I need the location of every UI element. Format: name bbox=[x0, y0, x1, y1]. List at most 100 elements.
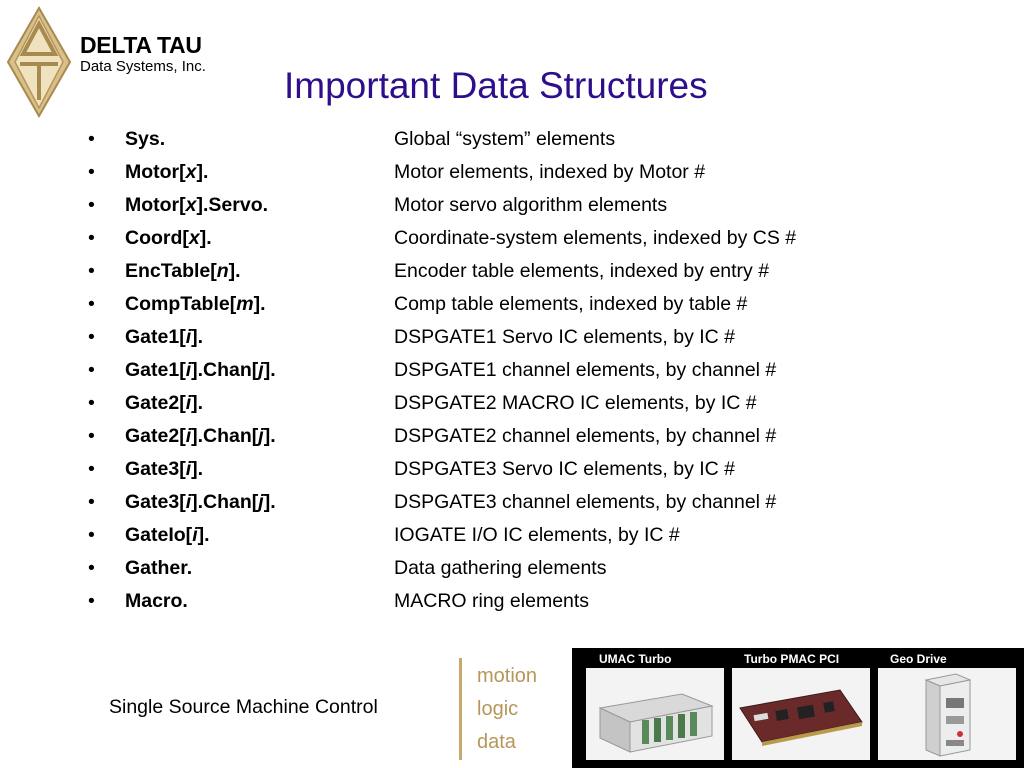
product-label: UMAC Turbo bbox=[599, 652, 672, 666]
name-text: ]. bbox=[199, 227, 212, 249]
product-label: Turbo PMAC PCI bbox=[744, 652, 840, 666]
bullet: • bbox=[88, 161, 95, 183]
name-text: ]. bbox=[191, 458, 204, 480]
name-text: CompTable[ bbox=[125, 293, 237, 315]
bullet: • bbox=[88, 326, 95, 348]
structure-description: DSPGATE3 channel elements, by channel # bbox=[394, 491, 777, 513]
structure-description: DSPGATE3 Servo IC elements, by IC # bbox=[394, 458, 736, 480]
name-text: ]. bbox=[263, 491, 276, 513]
index-variable: x bbox=[185, 194, 197, 216]
product-label: Geo Drive bbox=[890, 652, 947, 666]
structure-name: CompTable[m]. bbox=[125, 289, 266, 319]
index-variable: i bbox=[185, 392, 192, 414]
index-variable: j bbox=[258, 425, 264, 447]
name-text: Motor[ bbox=[125, 194, 186, 216]
name-text: ]. bbox=[197, 524, 210, 546]
structure-description: IOGATE I/O IC elements, by IC # bbox=[394, 524, 680, 546]
structure-description: Coordinate-system elements, indexed by C… bbox=[394, 227, 797, 249]
name-text: ]. bbox=[228, 260, 241, 282]
structure-description: MACRO ring elements bbox=[394, 590, 590, 612]
structure-name: Gate3[i].Chan[j]. bbox=[125, 487, 276, 517]
name-text: ]. bbox=[263, 359, 276, 381]
delta-tau-logo-icon bbox=[6, 6, 72, 118]
name-text: ].Servo. bbox=[196, 194, 269, 216]
bullet: • bbox=[88, 128, 95, 150]
name-text: Gather. bbox=[125, 557, 193, 579]
index-variable: x bbox=[188, 227, 200, 249]
structure-description: Comp table elements, indexed by table # bbox=[394, 293, 748, 315]
motion-logic-data: motion logic data bbox=[477, 660, 537, 759]
product-panel: UMAC Turbo Turbo PMAC PCI Geo Drive bbox=[572, 648, 1024, 768]
structure-description: DSPGATE1 channel elements, by channel # bbox=[394, 359, 777, 381]
structure-name: Macro. bbox=[125, 586, 188, 616]
name-text: ]. bbox=[191, 392, 204, 414]
structure-name: Motor[x].Servo. bbox=[125, 190, 268, 220]
name-text: ]. bbox=[196, 161, 209, 183]
index-variable: i bbox=[185, 326, 192, 348]
structure-name: Gate3[i]. bbox=[125, 454, 203, 484]
name-text: ].Chan[ bbox=[191, 359, 259, 381]
bullet: • bbox=[88, 458, 95, 480]
name-text: Coord[ bbox=[125, 227, 189, 249]
bullet: • bbox=[88, 392, 95, 414]
brand: DELTA TAU Data Systems, Inc. bbox=[80, 32, 206, 76]
brand-subtitle: Data Systems, Inc. bbox=[80, 58, 206, 75]
slide-title: Important Data Structures bbox=[284, 65, 708, 106]
turbo-pmac-pci-photo-icon bbox=[732, 668, 870, 760]
structure-name: Gate1[i]. bbox=[125, 322, 203, 352]
structure-name: Gather. bbox=[125, 553, 192, 583]
name-text: Macro. bbox=[125, 590, 188, 612]
bullet: • bbox=[88, 491, 95, 513]
structure-description: Motor elements, indexed by Motor # bbox=[394, 161, 706, 183]
index-variable: j bbox=[258, 491, 264, 513]
structure-description: Encoder table elements, indexed by entry… bbox=[394, 260, 770, 282]
structure-name: EncTable[n]. bbox=[125, 256, 241, 286]
name-text: ]. bbox=[191, 326, 204, 348]
index-variable: j bbox=[258, 359, 264, 381]
word-data: data bbox=[477, 731, 516, 753]
name-text: ]. bbox=[253, 293, 266, 315]
name-text: Gate1[ bbox=[125, 359, 186, 381]
index-variable: i bbox=[192, 524, 198, 546]
name-text: Gate3[ bbox=[125, 491, 186, 513]
brand-name: DELTA TAU bbox=[80, 32, 202, 58]
structure-name: GateIo[i]. bbox=[125, 520, 210, 550]
name-text: Gate3[ bbox=[125, 458, 186, 480]
structure-description: DSPGATE1 Servo IC elements, by IC # bbox=[394, 326, 736, 348]
bullet: • bbox=[88, 359, 95, 381]
name-text: Gate2[ bbox=[125, 425, 186, 447]
structure-name: Gate2[i].Chan[j]. bbox=[125, 421, 276, 451]
name-text: Gate2[ bbox=[125, 392, 186, 414]
tagline: Single Source Machine Control bbox=[109, 696, 378, 718]
name-text: Sys. bbox=[125, 128, 166, 150]
structure-description: Data gathering elements bbox=[394, 557, 607, 579]
name-text: Motor[ bbox=[125, 161, 186, 183]
name-text: EncTable[ bbox=[125, 260, 217, 282]
name-text: Gate1[ bbox=[125, 326, 186, 348]
index-variable: i bbox=[185, 425, 192, 447]
bullet: • bbox=[88, 590, 95, 612]
structure-description: Global “system” elements bbox=[394, 128, 616, 150]
bullet: • bbox=[88, 227, 95, 249]
index-variable: i bbox=[185, 458, 192, 480]
name-text: ].Chan[ bbox=[191, 491, 259, 513]
gold-divider bbox=[459, 658, 462, 760]
structure-description: DSPGATE2 MACRO IC elements, by IC # bbox=[394, 392, 757, 414]
structure-description: DSPGATE2 channel elements, by channel # bbox=[394, 425, 777, 447]
bullet: • bbox=[88, 194, 95, 216]
bullet: • bbox=[88, 260, 95, 282]
word-motion: motion bbox=[477, 665, 538, 687]
bullet: • bbox=[88, 425, 95, 447]
name-text: ]. bbox=[263, 425, 276, 447]
structure-name: Motor[x]. bbox=[125, 157, 208, 187]
umac-turbo-photo-icon bbox=[586, 668, 724, 760]
structure-name: Gate1[i].Chan[j]. bbox=[125, 355, 276, 385]
structure-name: Coord[x]. bbox=[125, 223, 212, 253]
name-text: GateIo[ bbox=[125, 524, 193, 546]
index-variable: n bbox=[216, 260, 229, 282]
bullet: • bbox=[88, 557, 95, 579]
index-variable: x bbox=[185, 161, 197, 183]
structure-name: Gate2[i]. bbox=[125, 388, 203, 418]
geo-drive-photo-icon bbox=[878, 668, 1016, 760]
bullet: • bbox=[88, 524, 95, 546]
